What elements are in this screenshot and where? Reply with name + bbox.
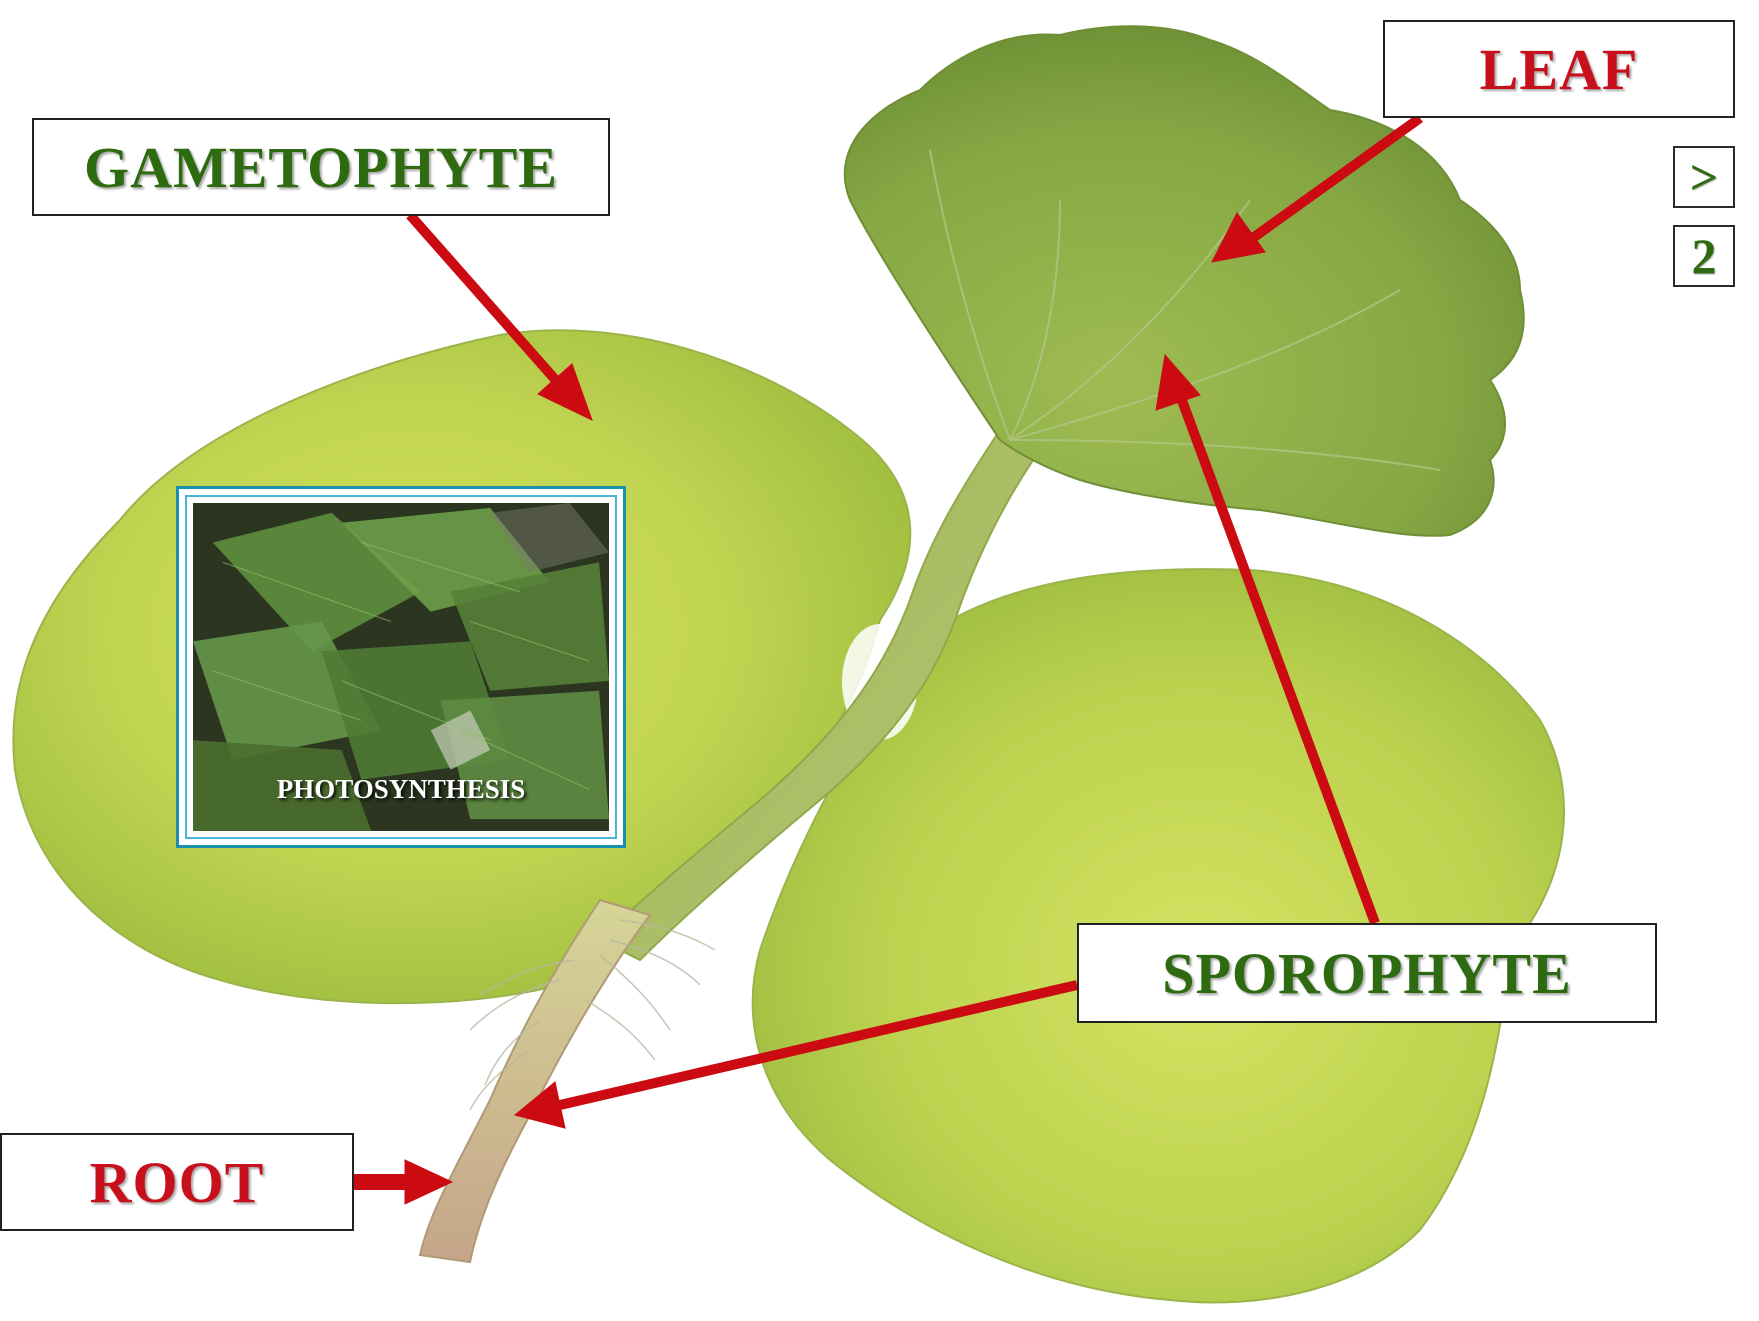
- chevron-right-icon: >: [1690, 148, 1719, 206]
- gametophyte-label-text: GAMETOPHYTE: [84, 134, 558, 201]
- leaf-label: LEAF: [1383, 20, 1735, 118]
- page-number-button[interactable]: 2: [1673, 225, 1735, 287]
- next-slide-button[interactable]: >: [1673, 146, 1735, 208]
- fern-photo-link[interactable]: PHOTOSYNTHESIS: [176, 486, 626, 848]
- fern-photo: PHOTOSYNTHESIS: [193, 503, 609, 831]
- sporophyte-label: SPOROPHYTE: [1077, 923, 1657, 1023]
- sporophyte-label-text: SPOROPHYTE: [1162, 940, 1572, 1007]
- photo-caption: PHOTOSYNTHESIS: [193, 774, 609, 805]
- page-number: 2: [1692, 227, 1717, 285]
- root-label-text: ROOT: [90, 1149, 265, 1216]
- root-label: ROOT: [0, 1133, 354, 1231]
- leaf-label-text: LEAF: [1480, 36, 1639, 103]
- gametophyte-label: GAMETOPHYTE: [32, 118, 610, 216]
